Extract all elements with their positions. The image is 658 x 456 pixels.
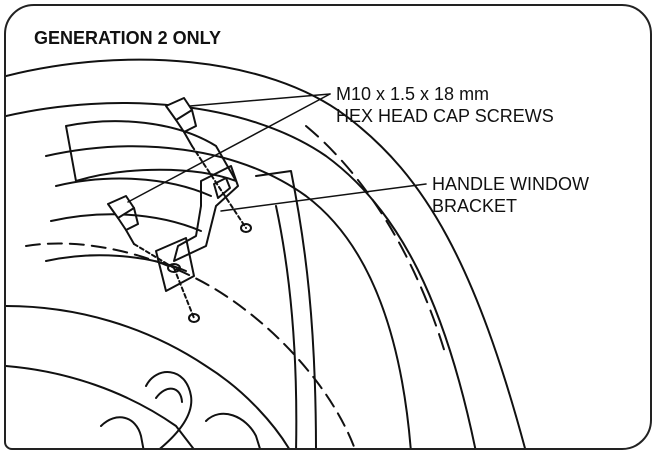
bracket-callout-label: HANDLE WINDOW BRACKET [432, 174, 589, 217]
bracket-callout-line-1: HANDLE WINDOW [432, 174, 589, 194]
handle-window-recess [45, 120, 317, 448]
lower-mechanism [100, 371, 261, 448]
hood-shell [6, 58, 526, 448]
screws-callout-label: M10 x 1.5 x 18 mm HEX HEAD CAP SCREWS [336, 84, 554, 127]
screws-callout-line-1: M10 x 1.5 x 18 mm [336, 84, 490, 104]
bracket-callout-line-2: BRACKET [432, 195, 518, 216]
screws-callout-line-2: HEX HEAD CAP SCREWS [336, 105, 554, 126]
callout-leaders [127, 93, 427, 212]
assembly-illustration [6, 58, 526, 448]
page-title: GENERATION 2 ONLY [34, 28, 222, 48]
diagram-frame: GENERATION 2 ONLY M10 x 1.5 x 18 mm HEX … [4, 4, 652, 450]
handle-window-bracket [155, 165, 252, 323]
